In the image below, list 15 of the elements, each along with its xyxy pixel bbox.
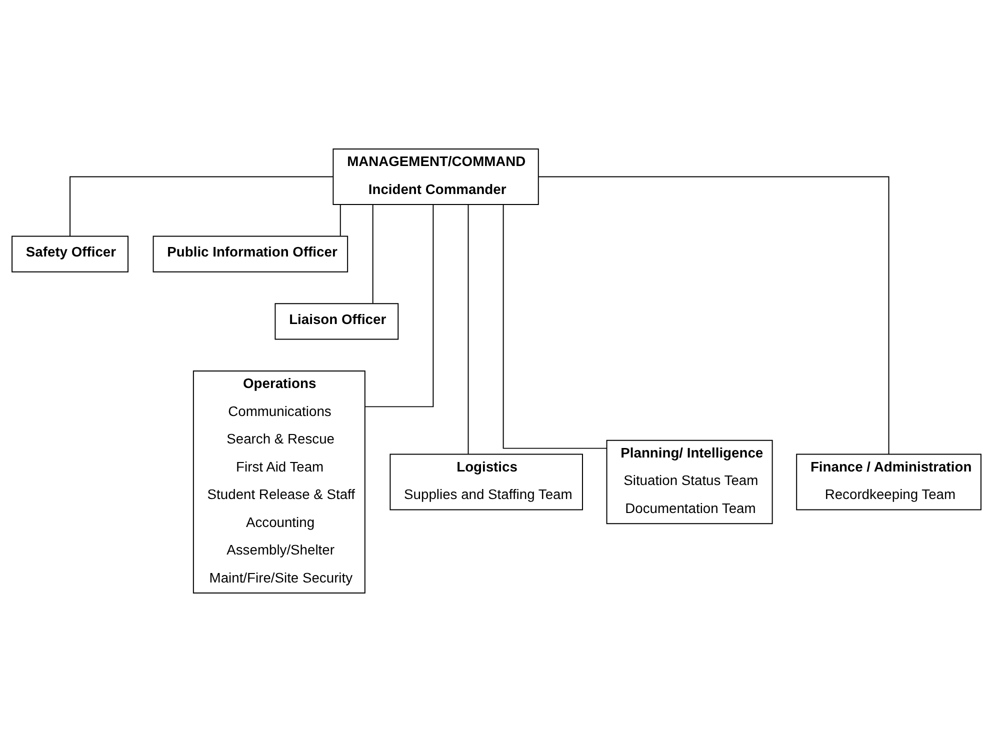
connector (340, 204, 341, 236)
node-box: Public Information Officer (152, 236, 348, 272)
node-box: Finance / Administration Recordkeeping Team (796, 454, 982, 510)
node-box: Operations Communications Search & Rescue First Aid Team Student Release & Staff Accounting Assembly/Shelter Maint/Fire/Site Security (192, 370, 366, 594)
node-box: Planning/ Intelligence Situation Status Team Documentation Team (606, 440, 773, 524)
node-box: Liaison Officer (274, 303, 399, 340)
node-box: MANAGEMENT/COMMAND Incident Commander (332, 148, 539, 205)
connector (502, 204, 607, 449)
connector (364, 204, 434, 408)
connector (468, 204, 469, 454)
connector (372, 204, 374, 304)
connector (538, 176, 890, 455)
node-box: Safety Officer (12, 236, 128, 272)
node-box: Logistics Supplies and Staffing Team (390, 454, 583, 510)
connector (70, 176, 334, 237)
